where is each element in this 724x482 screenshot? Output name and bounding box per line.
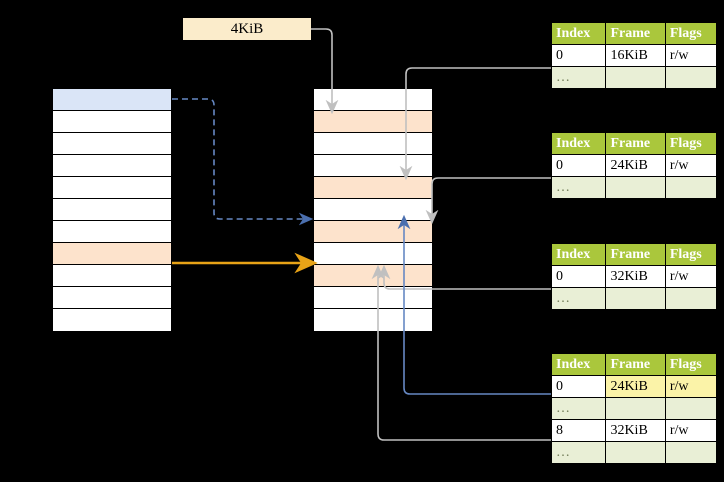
physical-frame-row-11 xyxy=(314,309,432,331)
page-table-level-4-row-3-frame xyxy=(605,441,666,464)
physical-frame-row-8 xyxy=(314,243,432,265)
physical-frame-row-7 xyxy=(314,221,432,243)
page-table-level-4-row-2-frame: 32KiB xyxy=(605,419,666,442)
page-table-level-4-col-index: Index xyxy=(550,353,607,376)
wire-virtual-to-physical-dashed xyxy=(172,98,314,226)
page-table-level-3-row-1-index: … xyxy=(550,287,607,310)
virtual-page-row-3 xyxy=(53,133,171,155)
page-table-level-3-row-1-flags xyxy=(664,287,718,310)
page-table-level-3-col-flags: Flags xyxy=(664,243,718,266)
page-table-level-4-row-0-index: 0 xyxy=(550,375,607,398)
page-table-level-1-row-1-flags xyxy=(664,66,718,89)
virtual-page-row-5 xyxy=(53,177,171,199)
page-table-level-1-row-1-frame xyxy=(605,66,666,89)
virtual-page-row-7 xyxy=(53,221,171,243)
page-table-level-2-col-flags: Flags xyxy=(664,132,718,155)
page-table-level-2-row-1[interactable]: … xyxy=(550,176,718,199)
page-table-level-2-row-1-flags xyxy=(664,176,718,199)
physical-frame-row-4 xyxy=(314,155,432,177)
page-table-level-3-col-frame: Frame xyxy=(605,243,666,266)
virtual-page-row-6 xyxy=(53,199,171,221)
page-table-level-4-col-flags: Flags xyxy=(664,353,718,376)
page-table-level-3-row-0-index: 0 xyxy=(550,265,607,288)
page-table-level-4-row-1-frame xyxy=(605,397,666,420)
page-table-level-1-row-0-flags: r/w xyxy=(664,44,718,67)
page-table-level-2-col-index: Index xyxy=(550,132,607,155)
page-table-level-4-row-2-flags: r/w xyxy=(664,419,718,442)
page-table-level-4-row-1-flags xyxy=(664,397,718,420)
page-table-level-2-row-1-index: … xyxy=(550,176,607,199)
page-table-level-1-col-index: Index xyxy=(550,22,607,45)
page-table-level-2-row-0-flags: r/w xyxy=(664,154,718,177)
virtual-page-row-9 xyxy=(53,265,171,287)
physical-frame-row-1 xyxy=(314,89,432,111)
page-table-level-3-col-index: Index xyxy=(550,243,607,266)
page-table-level-3-row-1-frame xyxy=(605,287,666,310)
page-table-level-4-col-frame: Frame xyxy=(605,353,666,376)
physical-frame-row-10 xyxy=(314,287,432,309)
page-table-level-4-row-3-flags xyxy=(664,441,718,464)
page-table-level-4-row-1-index: … xyxy=(550,397,607,420)
page-table-level-4-row-0-flags: r/w xyxy=(664,375,718,398)
physical-frame-row-9 xyxy=(314,265,432,287)
page-table-level-4-row-0-frame: 24KiB xyxy=(605,375,666,398)
physical-frame-row-2 xyxy=(314,111,432,133)
virtual-page-row-4 xyxy=(53,155,171,177)
page-table-level-1-row-0-frame: 16KiB xyxy=(605,44,666,67)
virtual-page-row-10 xyxy=(53,287,171,309)
page-table-level-1-col-frame: Frame xyxy=(605,22,666,45)
virtual-page-row-1 xyxy=(53,89,171,111)
physical-frame-row-5 xyxy=(314,177,432,199)
page-table-level-1-row-1[interactable]: … xyxy=(550,66,718,89)
virtual-page-row-8 xyxy=(53,243,171,265)
page-table-level-2-row-1-frame xyxy=(605,176,666,199)
page-table-level-2-col-frame: Frame xyxy=(605,132,666,155)
page-table-level-3-row-0-frame: 32KiB xyxy=(605,265,666,288)
page-table-level-2-row-0-index: 0 xyxy=(550,154,607,177)
page-table-level-4-row-2-index: 8 xyxy=(550,419,607,442)
page-table-level-1-row-0-index: 0 xyxy=(550,44,607,67)
size-label-4kib: 4KiB xyxy=(183,18,311,40)
page-table-level-4-row-3-index: … xyxy=(550,441,607,464)
page-table-level-3-row-0-flags: r/w xyxy=(664,265,718,288)
physical-frame-row-6 xyxy=(314,199,432,221)
virtual-address-space-table xyxy=(52,88,172,331)
page-table-level-2-row-0-frame: 24KiB xyxy=(605,154,666,177)
page-table-level-4-row-1[interactable]: … xyxy=(550,397,718,420)
wire-table2-to-physical xyxy=(425,177,551,225)
virtual-page-row-2 xyxy=(53,111,171,133)
virtual-page-row-11 xyxy=(53,309,171,331)
page-table-level-1-col-flags: Flags xyxy=(664,22,718,45)
physical-frame-row-3 xyxy=(314,133,432,155)
page-table-level-1-row-1-index: … xyxy=(550,66,607,89)
page-table-level-4-row-3[interactable]: … xyxy=(550,441,718,464)
page-table-level-3-row-1[interactable]: … xyxy=(550,287,718,310)
physical-memory-table xyxy=(313,88,433,331)
